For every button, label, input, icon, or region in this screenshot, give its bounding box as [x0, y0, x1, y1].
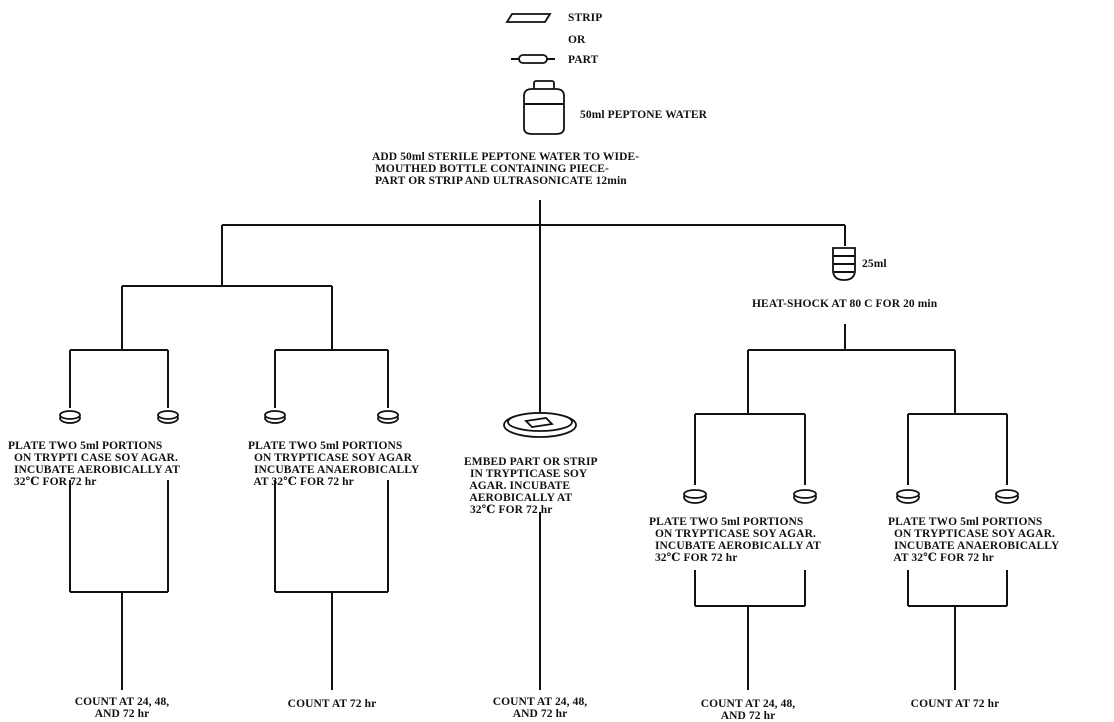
- branch-3-step: EMBED PART OR STRIP IN TRYPTICASE SOY AG…: [464, 456, 598, 516]
- legend-part-label: PART: [568, 54, 598, 66]
- branch-2-step: PLATE TWO 5ml PORTIONS ON TRYPTICASE SOY…: [248, 440, 419, 488]
- embedded-plate-icon: [504, 413, 576, 437]
- petri-dish-icon: [897, 490, 919, 503]
- bottle-label: 50ml PEPTONE WATER: [580, 109, 707, 121]
- branch-4-count: COUNT AT 24, 48, AND 72 hr: [678, 698, 818, 722]
- legend-or-label: OR: [568, 34, 585, 46]
- legend-strip-label: STRIP: [568, 12, 602, 24]
- strip-icon: [507, 14, 550, 22]
- petri-dish-icon: [996, 490, 1018, 503]
- branch-3-count: COUNT AT 24, 48, AND 72 hr: [470, 696, 610, 720]
- petri-dish-icon: [794, 490, 816, 503]
- petri-dish-icon: [265, 411, 285, 423]
- connector-lines: [70, 200, 1007, 690]
- tube-icon: [833, 248, 855, 280]
- petri-dish-icon: [378, 411, 398, 423]
- petri-dish-icon: [60, 411, 80, 423]
- bottle-icon: [524, 81, 564, 134]
- branch-5-step: PLATE TWO 5ml PORTIONS ON TRYPTICASE SOY…: [888, 516, 1059, 564]
- heat-shock-text: HEAT-SHOCK AT 80 C FOR 20 min: [752, 298, 937, 310]
- branch-1-step: PLATE TWO 5ml PORTIONS ON TRYPTI CASE SO…: [8, 440, 180, 488]
- petri-dish-icon: [684, 490, 706, 503]
- tube-label: 25ml: [862, 258, 887, 270]
- branch-1-count: COUNT AT 24, 48, AND 72 hr: [52, 696, 192, 720]
- branch-5-count: COUNT AT 72 hr: [885, 698, 1025, 710]
- petri-dish-icon: [158, 411, 178, 423]
- start-step-text: ADD 50ml STERILE PEPTONE WATER TO WIDE- …: [372, 151, 639, 187]
- branch-2-count: COUNT AT 72 hr: [262, 698, 402, 710]
- branch-4-step: PLATE TWO 5ml PORTIONS ON TRYPTICASE SOY…: [649, 516, 821, 564]
- part-icon: [511, 55, 555, 63]
